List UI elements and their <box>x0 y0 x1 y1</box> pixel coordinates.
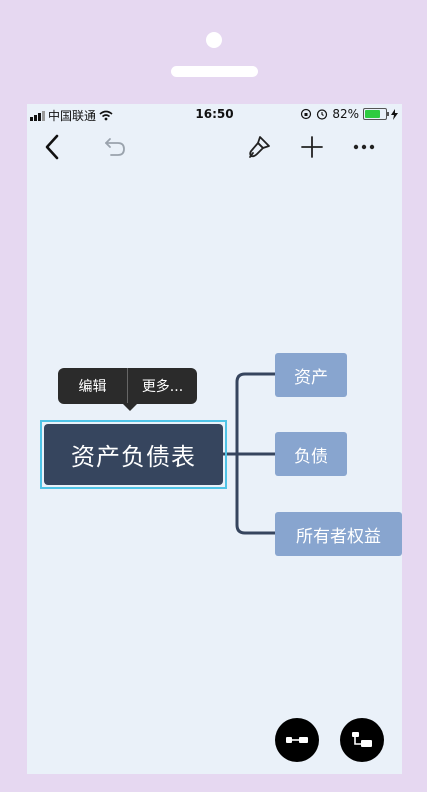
root-topic-node[interactable]: 资产负债表 <box>44 424 223 485</box>
add-sibling-icon <box>286 737 308 743</box>
alarm-icon <box>317 109 328 120</box>
undo-button[interactable] <box>100 132 130 162</box>
add-button[interactable] <box>297 132 327 162</box>
style-button[interactable] <box>244 132 274 162</box>
orientation-lock-icon <box>301 108 312 120</box>
status-bar: 中国联通 16:50 82% <box>27 104 402 124</box>
more-menu-item[interactable]: 更多... <box>141 379 184 395</box>
front-camera <box>206 32 222 48</box>
battery-icon <box>363 108 389 120</box>
child-topic-assets[interactable]: 资产 <box>275 353 347 397</box>
edit-menu-item[interactable]: 编辑 <box>78 379 107 395</box>
add-sibling-button[interactable] <box>275 718 319 762</box>
add-child-button[interactable] <box>340 718 384 762</box>
undo-icon <box>105 138 125 156</box>
context-popover: 编辑 更多... <box>58 368 197 411</box>
carrier-name: 中国联通 <box>48 109 97 123</box>
ellipsis-icon <box>353 144 375 150</box>
charging-icon <box>391 108 398 120</box>
root-node-selection <box>40 420 227 489</box>
chevron-left-icon <box>45 134 59 160</box>
more-button[interactable] <box>349 132 379 162</box>
earpiece-speaker <box>171 66 258 77</box>
battery-percent: 82% <box>332 107 359 121</box>
status-right: 82% <box>300 107 398 121</box>
popover-divider <box>127 368 128 404</box>
child-topic-liabilities[interactable]: 负债 <box>275 432 347 476</box>
add-child-icon <box>352 732 372 747</box>
wifi-icon <box>99 110 113 121</box>
paint-brush-icon <box>249 136 270 158</box>
status-left: 中国联通 <box>30 107 113 124</box>
app-screen: 中国联通 16:50 82% <box>27 104 402 774</box>
status-time: 16:50 <box>195 107 234 121</box>
back-button[interactable] <box>37 132 67 162</box>
plus-icon <box>301 136 323 158</box>
child-topic-equity[interactable]: 所有者权益 <box>275 512 402 556</box>
signal-icon <box>30 110 45 121</box>
